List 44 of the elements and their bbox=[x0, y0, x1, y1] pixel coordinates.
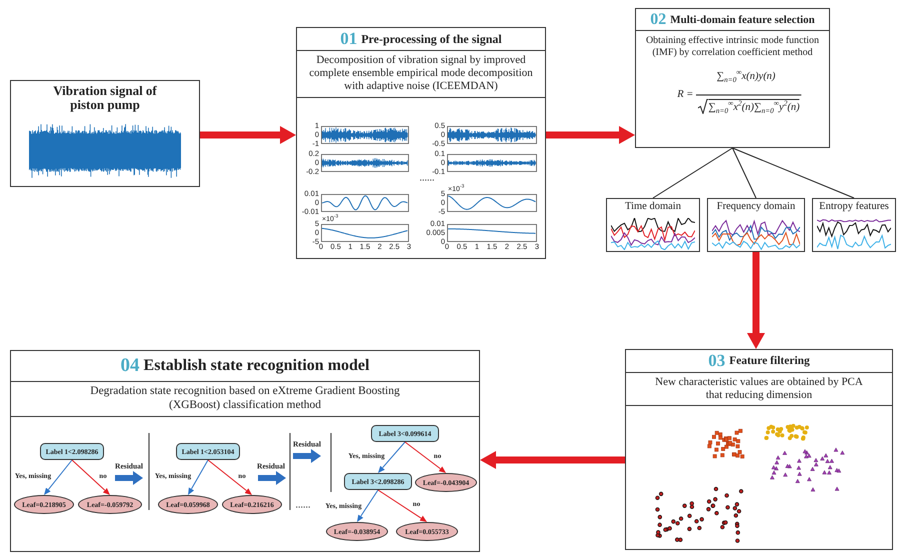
feature-box bbox=[707, 198, 805, 252]
arrow bbox=[378, 490, 427, 522]
feature-box bbox=[606, 198, 700, 252]
connector-line bbox=[732, 148, 756, 198]
step-number: 04 bbox=[120, 355, 140, 377]
arrow bbox=[378, 442, 406, 473]
step-panel bbox=[10, 350, 480, 552]
description-text: Degradation state recognition based on eXtreme Gradient Boosting (XGBoost) classification method bbox=[11, 382, 479, 417]
step-number: 02 bbox=[650, 10, 666, 28]
block-arrow bbox=[546, 126, 635, 144]
connector-line bbox=[652, 148, 733, 198]
arrow bbox=[188, 460, 208, 495]
description-text: Decomposition of vibration signal by improved complete ensemble empirical mode decomposition with adaptive noise (ICEEMDAN) bbox=[297, 51, 545, 98]
description-text: Obtaining effective intrinsic mode function (IMF) by correlation coefficient method bbox=[644, 34, 820, 60]
panel-title: Establish state recognition model bbox=[144, 357, 370, 375]
arrow bbox=[44, 460, 72, 495]
panel-title: Feature filtering bbox=[729, 355, 810, 367]
ellipsis-text: ...... bbox=[420, 172, 434, 184]
signal-box bbox=[10, 80, 200, 187]
step-panel bbox=[635, 8, 830, 148]
formula-numerator: ∑$_{n=0}$$^{∞}$x(n)y(n) bbox=[716, 71, 776, 83]
description-text: New characteristic values are obtained by PCA that reducing dimension bbox=[626, 373, 892, 406]
step-panel bbox=[296, 27, 546, 259]
block-arrow bbox=[200, 126, 296, 144]
block-arrow bbox=[747, 252, 765, 349]
feature-title: Time domain bbox=[624, 200, 682, 212]
arrow bbox=[72, 460, 110, 495]
signal-title: Vibration signal of piston pump bbox=[52, 84, 158, 112]
arrow bbox=[404, 442, 446, 473]
panel-title: Pre-processing of the signal bbox=[361, 32, 502, 46]
panel-title: Multi-domain feature selection bbox=[670, 14, 815, 26]
block-arrow bbox=[480, 451, 625, 469]
arrow bbox=[208, 460, 252, 495]
formula-symbol: R = bbox=[677, 89, 694, 101]
feature-box bbox=[812, 198, 896, 252]
step-number: 01 bbox=[340, 29, 358, 49]
ellipsis-text: ...... bbox=[296, 500, 310, 510]
arrow bbox=[357, 490, 378, 522]
step-number: 03 bbox=[708, 351, 726, 371]
formula-denominator: ∑$_{n=0}$$^{∞}$x$^{2}$(n)∑$_{n=0}$$^{∞}$y$^{2}$(n) bbox=[708, 99, 800, 114]
connector-line bbox=[732, 148, 854, 198]
feature-title: Frequency domain bbox=[716, 200, 796, 212]
feature-title: Entropy features bbox=[818, 200, 890, 212]
step-panel bbox=[625, 349, 893, 550]
